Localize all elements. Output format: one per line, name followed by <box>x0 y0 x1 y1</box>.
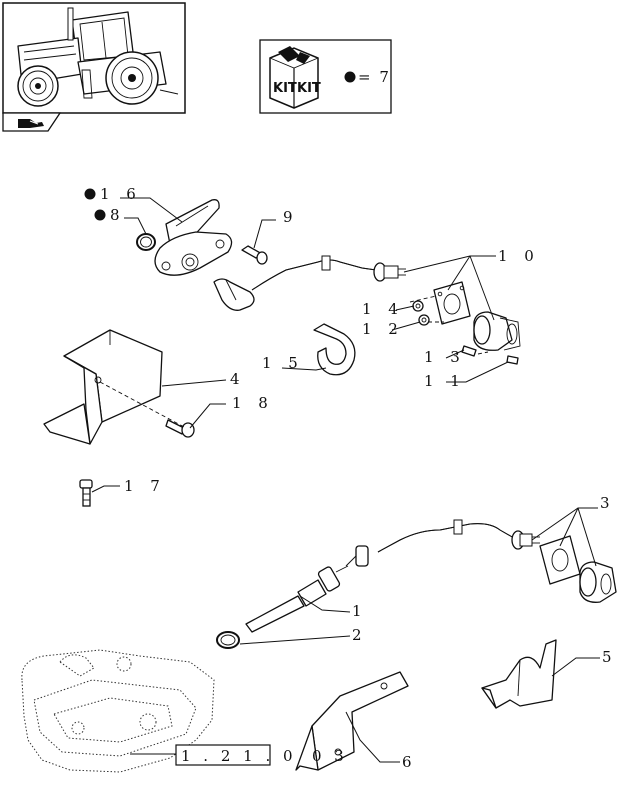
callout-10[interactable]: 1 0 <box>498 247 540 265</box>
part-17-bolt[interactable] <box>79 479 93 507</box>
callout-4[interactable]: 4 <box>230 370 246 388</box>
callout-13[interactable]: 1 3 <box>424 348 466 366</box>
sensor-harness-lower[interactable] <box>345 519 540 567</box>
callout-18[interactable]: 1 8 <box>232 394 274 412</box>
part-16-flange-bracket[interactable] <box>154 199 233 276</box>
callout-5[interactable]: 5 <box>602 648 618 666</box>
navigation-hand-icon <box>18 119 44 128</box>
kit-equals-label: = 7 <box>358 68 391 86</box>
sensor-harness-upper[interactable] <box>213 255 406 311</box>
callout-17[interactable]: 1 7 <box>124 477 166 495</box>
part-18-screw[interactable] <box>165 419 195 438</box>
kit-legend: KIT KIT = 7 <box>259 39 392 114</box>
callout-8[interactable]: 8 <box>110 206 126 224</box>
kit-bullet-icon-8 <box>94 209 106 221</box>
reference-box[interactable]: 1 . 2 1 . 0 0 3 <box>130 744 348 766</box>
tractor-thumbnail[interactable] <box>2 2 186 114</box>
part-1-temperature-sensor[interactable] <box>245 565 349 633</box>
callout-6[interactable]: 6 <box>402 753 418 771</box>
part-11-screw[interactable] <box>506 355 519 365</box>
housing-reference-outline <box>21 649 215 773</box>
part-8-o-ring[interactable] <box>136 233 156 251</box>
kit-box-icon: KIT KIT <box>269 46 321 109</box>
callout-1[interactable]: 1 <box>352 602 368 620</box>
part-9-screw[interactable] <box>241 245 268 265</box>
callout-15[interactable]: 1 5 <box>262 354 304 372</box>
kit-label-left: KIT <box>273 81 297 96</box>
reference-box-text: 1 . 2 1 . 0 <box>181 747 297 765</box>
kit-bullet-icon-16 <box>84 188 96 200</box>
part-3-socket-assembly[interactable] <box>539 535 617 603</box>
part-6-bracket[interactable] <box>295 671 409 771</box>
callout-11[interactable]: 1 1 <box>424 372 466 390</box>
navigation-tab[interactable] <box>2 112 62 132</box>
part-15-cable-tie[interactable] <box>313 323 356 376</box>
callout-12[interactable]: 1 2 <box>362 320 404 338</box>
callout-2[interactable]: 2 <box>352 626 368 644</box>
part-14-washer[interactable] <box>412 300 424 312</box>
callout-3[interactable]: 3 <box>600 494 616 512</box>
callout-16[interactable]: 1 6 <box>100 185 142 203</box>
part-2-o-ring[interactable] <box>216 631 240 649</box>
part-10-socket-assembly[interactable] <box>433 281 521 351</box>
leader-lines <box>91 197 600 763</box>
tractor-thumbnail-icon <box>17 7 179 107</box>
part-4-bracket[interactable] <box>43 329 163 445</box>
part-5-bracket[interactable] <box>481 639 557 709</box>
part-13-screw[interactable] <box>461 345 477 357</box>
kit-label-right: KIT <box>297 81 321 96</box>
callout-9[interactable]: 9 <box>283 208 299 226</box>
part-12-nut[interactable] <box>418 314 430 326</box>
reference-box-suffix: 0 3 <box>312 747 348 765</box>
callouts: 1 6 8 9 1 0 1 4 1 2 1 3 1 1 1 5 4 1 8 1 … <box>84 185 618 771</box>
kit-bullet-icon <box>344 71 356 83</box>
callout-14[interactable]: 1 4 <box>362 300 404 318</box>
